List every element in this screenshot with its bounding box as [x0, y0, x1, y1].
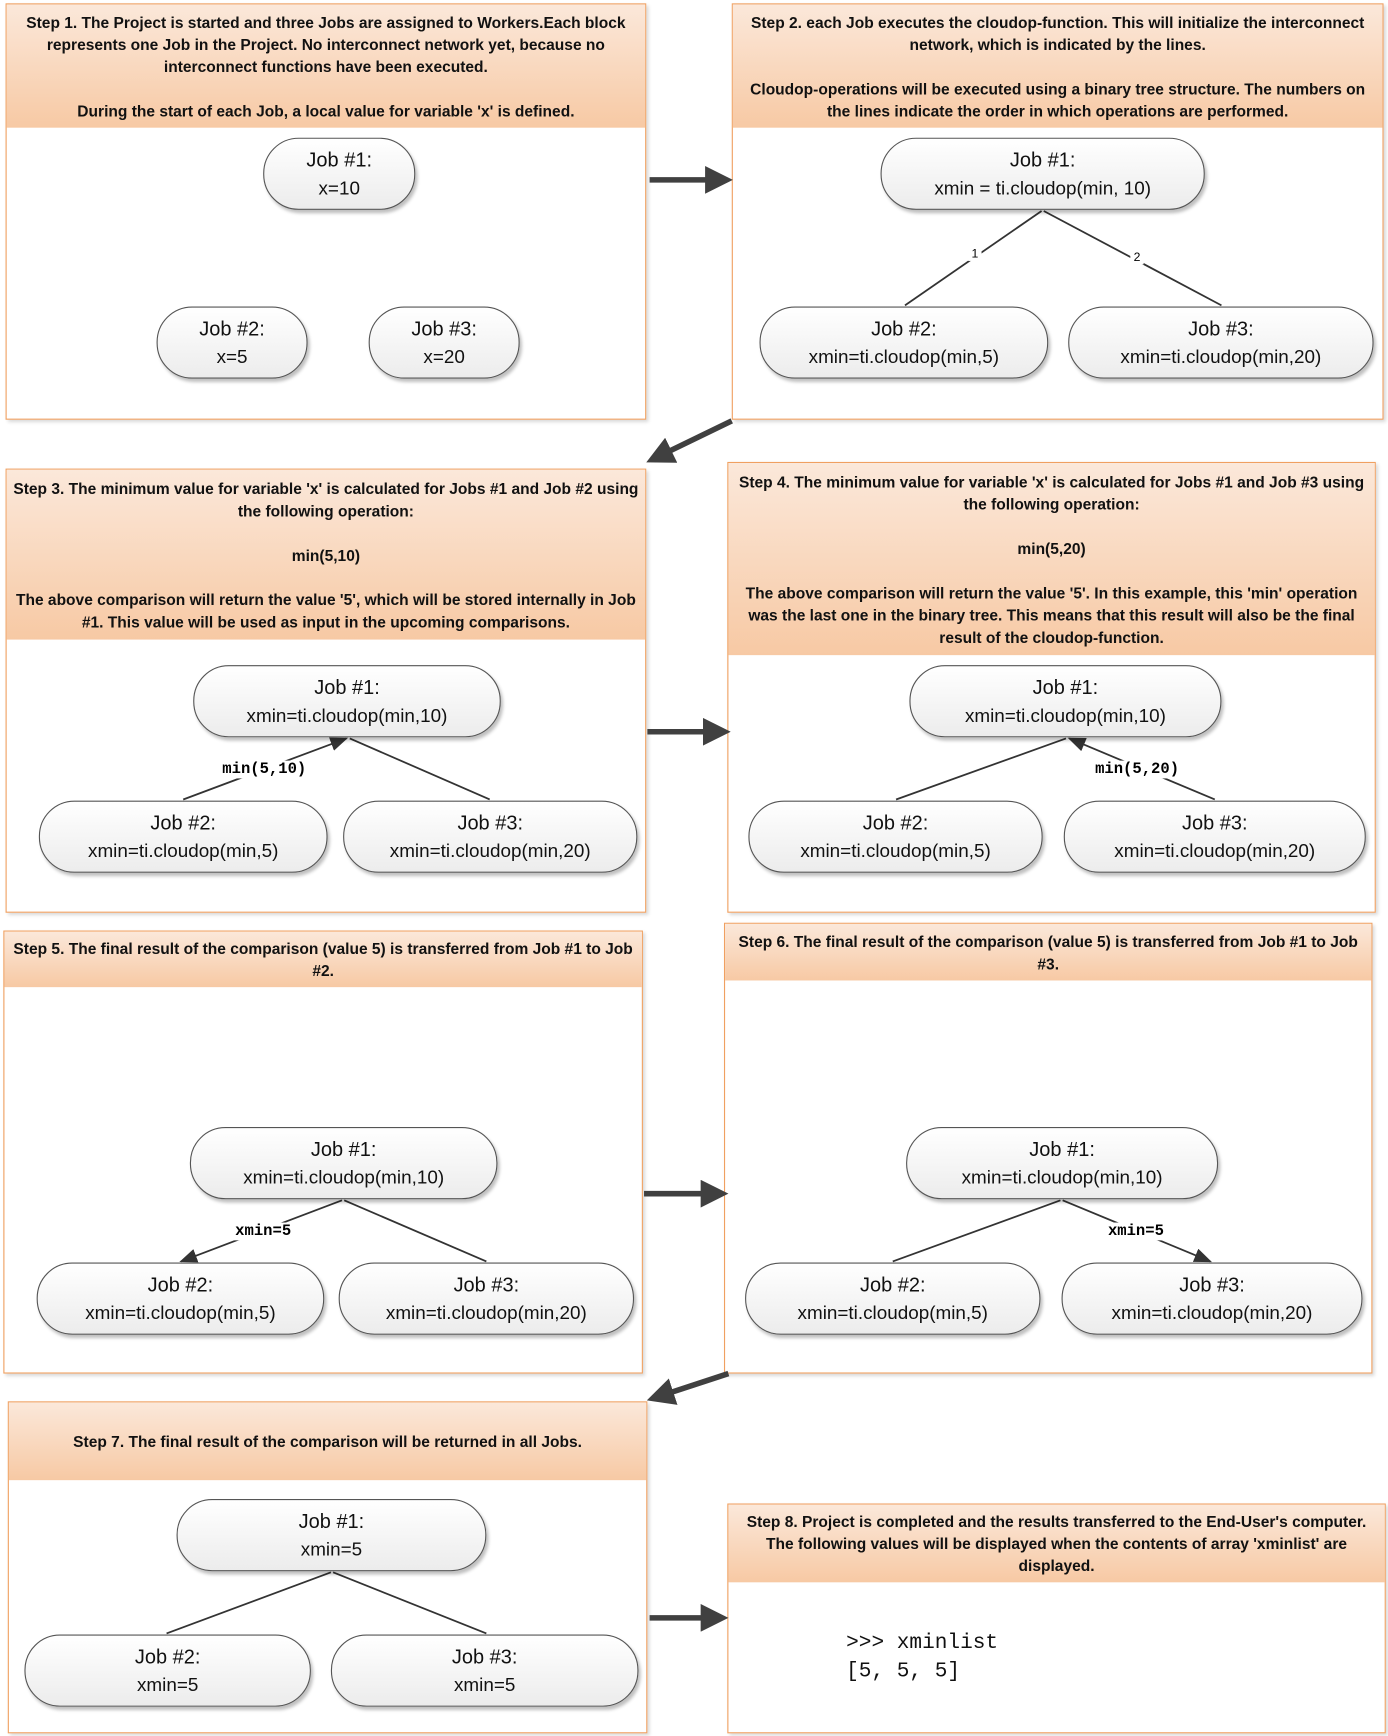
job-3-title: Job #3:	[411, 317, 477, 340]
job-1-node: Job #1: xmin = ti.cloudop(min, 10)	[880, 137, 1205, 210]
job-3-node: Job #3: xmin=ti.cloudop(min,20)	[338, 1262, 635, 1335]
edge-order-label: 2	[1130, 250, 1144, 265]
step-6-description: Step 6. The final result of the comparis…	[725, 923, 1372, 981]
job-1-value: xmin=ti.cloudop(min,10)	[243, 1166, 445, 1188]
job-3-node: Job #3: xmin=ti.cloudop(min,20)	[343, 800, 638, 873]
operation-label: min(5,10)	[220, 760, 309, 779]
job-2-value: xmin=ti.cloudop(min,5)	[808, 345, 1000, 367]
job-1-value: xmin=5	[300, 1538, 363, 1560]
job-3-value: x=20	[423, 345, 465, 367]
job-3-value: xmin=ti.cloudop(min,20)	[1120, 345, 1322, 367]
job-3-value: xmin=ti.cloudop(min,20)	[389, 840, 591, 862]
job-1-node: Job #1: xmin=ti.cloudop(min,10)	[906, 1127, 1219, 1200]
job-2-title: Job #2:	[199, 317, 265, 340]
job-2-value: x=5	[216, 345, 248, 367]
job-2-node: Job #2: xmin=ti.cloudop(min,5)	[36, 1262, 325, 1335]
step-7-description: Step 7. The final result of the comparis…	[8, 1402, 647, 1481]
step-5-description: Step 5. The final result of the comparis…	[4, 931, 642, 988]
job-1-node: Job #1: xmin=ti.cloudop(min,10)	[909, 665, 1222, 738]
job-1-value: xmin = ti.cloudop(min, 10)	[934, 177, 1151, 199]
job-2-node: Job #2: x=5	[156, 306, 308, 379]
job-3-title: Job #3:	[451, 1645, 518, 1668]
flow-arrow-icon	[646, 1370, 730, 1405]
job-2-title: Job #2:	[862, 811, 929, 834]
job-1-title: Job #1:	[298, 1509, 365, 1532]
job-3-node: Job #3: x=20	[368, 306, 520, 379]
job-1-value: x=10	[318, 177, 360, 199]
job-2-title: Job #2:	[871, 317, 937, 340]
job-3-title: Job #3:	[1181, 811, 1248, 834]
job-3-value: xmin=ti.cloudop(min,20)	[1114, 840, 1316, 862]
step-8-description: Step 8. Project is completed and the res…	[728, 1504, 1385, 1583]
job-1-title: Job #1:	[306, 148, 373, 171]
job-1-node: Job #1: x=10	[263, 137, 416, 210]
step-8-panel: Step 8. Project is completed and the res…	[727, 1503, 1386, 1734]
job-2-node: Job #2: xmin=5	[24, 1634, 311, 1707]
job-2-title: Job #2:	[859, 1273, 926, 1296]
job-2-node: Job #2: xmin=ti.cloudop(min,5)	[745, 1262, 1041, 1335]
job-3-node: Job #3: xmin=5	[330, 1634, 639, 1707]
job-2-title: Job #2:	[150, 811, 216, 834]
job-2-node: Job #2: xmin=ti.cloudop(min,5)	[759, 306, 1049, 379]
step-1-description: Step 1. The Project is started and three…	[6, 4, 646, 128]
job-3-title: Job #3:	[1188, 317, 1254, 340]
job-2-title: Job #2:	[134, 1645, 201, 1668]
job-3-title: Job #3:	[1179, 1273, 1245, 1296]
job-1-node: Job #1: xmin=5	[176, 1499, 487, 1572]
job-2-node: Job #2: xmin=ti.cloudop(min,5)	[748, 800, 1043, 873]
step-1-panel: Step 1. The Project is started and three…	[5, 3, 647, 420]
job-1-value: xmin=ti.cloudop(min,10)	[246, 704, 448, 726]
job-1-title: Job #1:	[1029, 1137, 1095, 1160]
job-3-node: Job #3: xmin=ti.cloudop(min,20)	[1061, 1262, 1363, 1335]
job-2-value: xmin=ti.cloudop(min,5)	[797, 1301, 988, 1324]
job-3-value: xmin=5	[453, 1673, 516, 1696]
job-1-title: Job #1:	[1009, 148, 1076, 171]
operation-label: min(5,20)	[1092, 760, 1182, 779]
job-3-title: Job #3:	[457, 811, 524, 834]
job-1-value: xmin=ti.cloudop(min,10)	[961, 1166, 1163, 1188]
job-2-title: Job #2:	[147, 1273, 214, 1296]
job-2-value: xmin=ti.cloudop(min,5)	[87, 840, 279, 862]
step-4-description: Step 4. The minimum value for variable '…	[728, 463, 1375, 656]
job-1-title: Job #1:	[314, 675, 380, 698]
job-2-value: xmin=ti.cloudop(min,5)	[800, 840, 991, 862]
job-2-value: xmin=ti.cloudop(min,5)	[85, 1301, 276, 1324]
job-1-value: xmin=ti.cloudop(min,10)	[964, 704, 1166, 726]
job-1-node: Job #1: xmin=ti.cloudop(min,10)	[193, 665, 501, 738]
transfer-label: xmin=5	[232, 1222, 294, 1241]
job-1-title: Job #1:	[310, 1137, 377, 1160]
xminlist-output: >>> xminlist [5, 5, 5]	[846, 1630, 999, 1684]
job-3-value: xmin=ti.cloudop(min,20)	[385, 1301, 587, 1324]
transfer-label: xmin=5	[1105, 1222, 1167, 1241]
job-3-title: Job #3:	[453, 1273, 520, 1296]
job-3-node: Job #3: xmin=ti.cloudop(min,20)	[1063, 800, 1366, 873]
step-3-description: Step 3. The minimum value for variable '…	[6, 469, 646, 640]
job-3-node: Job #3: xmin=ti.cloudop(min,20)	[1068, 306, 1374, 379]
step-2-description: Step 2. each Job executes the cloudop-fu…	[732, 4, 1383, 128]
job-1-title: Job #1:	[1032, 675, 1099, 698]
job-3-value: xmin=ti.cloudop(min,20)	[1111, 1301, 1313, 1324]
flow-arrow-icon	[646, 418, 733, 463]
job-2-value: xmin=5	[136, 1673, 199, 1696]
edge-order-label: 1	[968, 247, 982, 261]
job-2-node: Job #2: xmin=ti.cloudop(min,5)	[38, 800, 328, 873]
job-1-node: Job #1: xmin=ti.cloudop(min,10)	[189, 1127, 498, 1200]
